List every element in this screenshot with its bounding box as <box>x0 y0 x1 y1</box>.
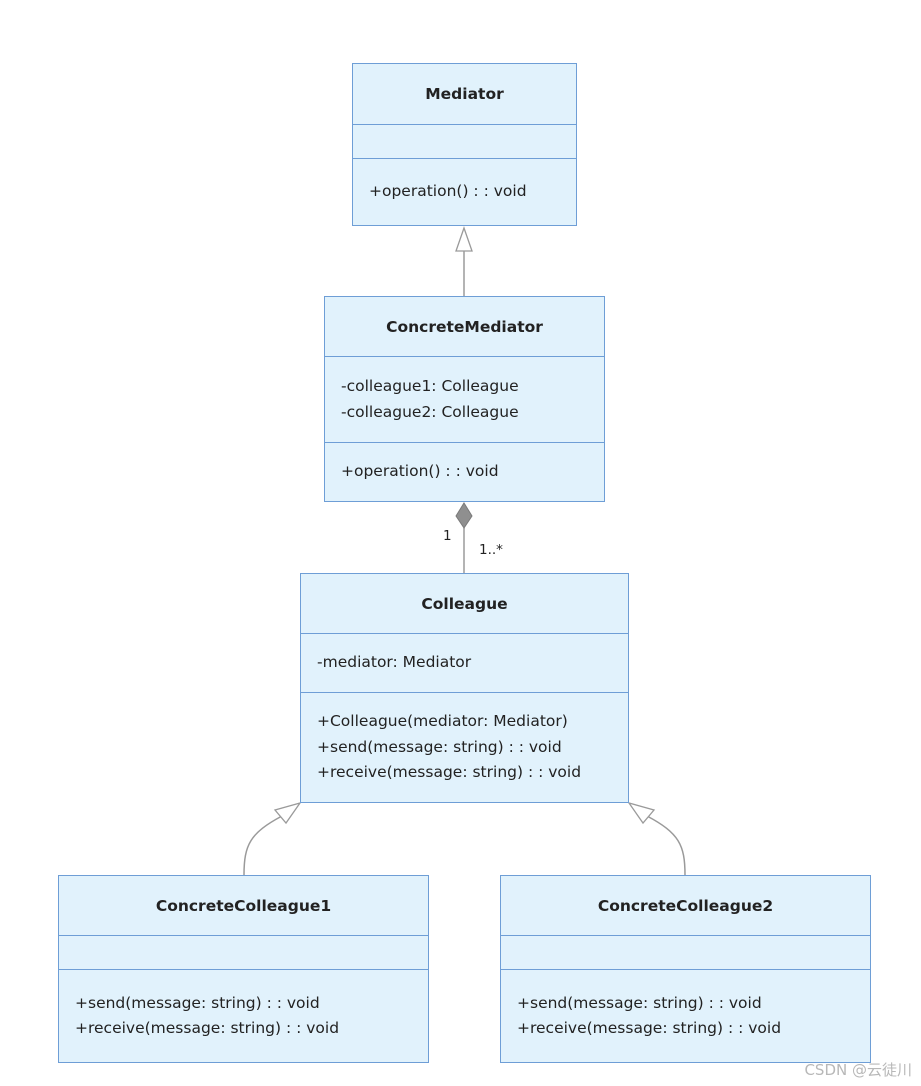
class-concrete-colleague1[interactable]: ConcreteColleague1 +send(message: string… <box>58 875 429 1063</box>
class-attributes: -colleague1: Colleague -colleague2: Colle… <box>325 357 604 443</box>
watermark: CSDN @云徒川 <box>804 1061 912 1079</box>
class-name: ConcreteColleague1 <box>59 876 428 936</box>
class-methods: +operation() : : void <box>353 159 576 225</box>
multiplicity-source: 1 <box>443 528 452 544</box>
class-member: +operation() : : void <box>341 462 499 481</box>
class-concrete-colleague2[interactable]: ConcreteColleague2 +send(message: string… <box>500 875 871 1063</box>
multiplicity-target: 1..* <box>479 542 503 558</box>
class-name: ConcreteColleague2 <box>501 876 870 936</box>
class-attributes <box>501 936 870 970</box>
class-attributes <box>353 125 576 159</box>
class-member: -colleague1: Colleague <box>341 377 519 395</box>
composition-diamond-icon <box>455 502 473 529</box>
inheritance-line-concretecolleague1 <box>243 815 283 876</box>
class-name: Colleague <box>301 574 628 634</box>
class-methods: +send(message: string) : : void +receive(… <box>59 970 428 1062</box>
class-member: +receive(message: string) : : void <box>317 763 582 782</box>
class-member: -colleague2: Colleague <box>341 402 519 421</box>
class-attributes <box>59 936 428 970</box>
class-concrete-mediator[interactable]: ConcreteMediator -colleague1: Colleague-… <box>324 296 605 502</box>
class-member: +send(message: string) : : void <box>517 993 762 1012</box>
class-name: Mediator <box>353 64 576 125</box>
inheritance-arrowhead-icon <box>627 801 656 825</box>
inheritance-line-concretecolleague2 <box>646 815 686 876</box>
class-member: +send(message: string) : : void <box>75 993 320 1012</box>
class-member: +Colleague(mediator: Mediator) <box>317 712 568 731</box>
class-member: +receive(message: string) : : void <box>75 1019 340 1037</box>
inheritance-arrowhead-icon <box>273 801 302 825</box>
class-member: +operation() : : void <box>369 182 527 201</box>
class-attributes: -mediator: Mediator <box>301 634 628 693</box>
class-member: -mediator: Mediator <box>317 653 472 672</box>
class-member: +send(message: string) : : void <box>317 737 562 756</box>
class-methods: +Colleague(mediator: Mediator) +send(mess… <box>301 693 628 802</box>
inheritance-arrowhead-icon <box>455 226 473 252</box>
class-name: ConcreteMediator <box>325 297 604 357</box>
class-mediator[interactable]: Mediator +operation() : : void <box>352 63 577 226</box>
class-colleague[interactable]: Colleague -mediator: Mediator +Colleague… <box>300 573 629 803</box>
class-methods: +operation() : : void <box>325 443 604 501</box>
class-member: +receive(message: string) : : void <box>517 1019 782 1037</box>
class-methods: +send(message: string) : : void +receive(… <box>501 970 870 1062</box>
